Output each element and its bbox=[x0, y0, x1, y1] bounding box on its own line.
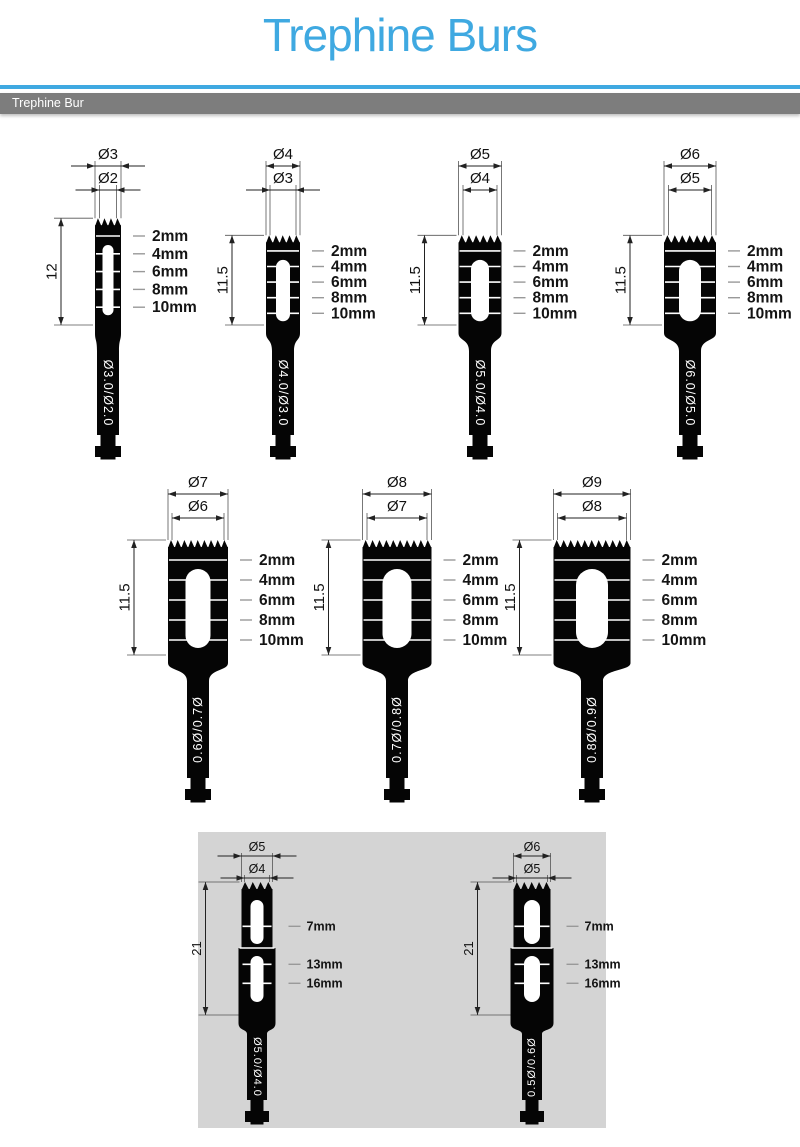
title-divider bbox=[0, 85, 800, 89]
svg-text:21: 21 bbox=[189, 941, 204, 955]
svg-text:6mm: 6mm bbox=[463, 592, 499, 609]
svg-text:Ø5.0/Ø4.0: Ø5.0/Ø4.0 bbox=[473, 360, 487, 427]
svg-text:11.5: 11.5 bbox=[407, 266, 424, 294]
svg-text:2mm: 2mm bbox=[331, 243, 367, 260]
svg-text:6mm: 6mm bbox=[662, 592, 698, 609]
svg-text:0.7Ø/0.8Ø: 0.7Ø/0.8Ø bbox=[390, 696, 404, 763]
svg-text:6mm: 6mm bbox=[259, 592, 295, 609]
svg-text:6mm: 6mm bbox=[533, 274, 569, 291]
section-label: Trephine Bur bbox=[12, 96, 84, 110]
svg-text:10mm: 10mm bbox=[152, 299, 197, 316]
section-bar: Trephine Bur bbox=[0, 93, 800, 114]
svg-text:21: 21 bbox=[461, 941, 476, 955]
svg-text:Ø9: Ø9 bbox=[582, 474, 602, 491]
svg-text:11.5: 11.5 bbox=[502, 583, 519, 611]
svg-text:10mm: 10mm bbox=[747, 305, 792, 322]
svg-text:Ø2: Ø2 bbox=[98, 170, 118, 187]
svg-text:Ø4: Ø4 bbox=[470, 170, 490, 187]
svg-text:4mm: 4mm bbox=[747, 259, 783, 276]
svg-text:Ø3: Ø3 bbox=[98, 146, 118, 163]
svg-text:2mm: 2mm bbox=[533, 243, 569, 260]
svg-text:6mm: 6mm bbox=[331, 274, 367, 291]
svg-text:6mm: 6mm bbox=[747, 274, 783, 291]
svg-text:8mm: 8mm bbox=[152, 281, 188, 298]
svg-text:4mm: 4mm bbox=[259, 572, 295, 589]
svg-text:4mm: 4mm bbox=[331, 259, 367, 276]
svg-text:0.5Ø/0.6Ø: 0.5Ø/0.6Ø bbox=[526, 1037, 538, 1097]
svg-text:11.5: 11.5 bbox=[311, 583, 328, 611]
svg-text:6mm: 6mm bbox=[152, 264, 188, 281]
svg-text:0.6Ø/0.7Ø: 0.6Ø/0.7Ø bbox=[191, 696, 205, 763]
svg-text:8mm: 8mm bbox=[747, 290, 783, 307]
svg-text:Ø7: Ø7 bbox=[188, 474, 208, 491]
svg-text:8mm: 8mm bbox=[533, 290, 569, 307]
svg-text:Ø7: Ø7 bbox=[387, 498, 407, 515]
svg-text:Ø5: Ø5 bbox=[524, 862, 541, 876]
page-title: Trephine Burs bbox=[262, 9, 538, 61]
svg-text:7mm: 7mm bbox=[585, 919, 614, 933]
svg-text:Ø8: Ø8 bbox=[387, 474, 407, 491]
svg-text:Ø4.0/Ø3.0: Ø4.0/Ø3.0 bbox=[276, 360, 290, 427]
svg-text:Ø6: Ø6 bbox=[188, 498, 208, 515]
svg-text:10mm: 10mm bbox=[533, 305, 578, 322]
svg-text:4mm: 4mm bbox=[463, 572, 499, 589]
svg-text:16mm: 16mm bbox=[307, 976, 343, 990]
svg-text:2mm: 2mm bbox=[259, 552, 295, 569]
svg-text:8mm: 8mm bbox=[662, 612, 698, 629]
svg-text:Ø5: Ø5 bbox=[680, 170, 700, 187]
svg-text:Ø5: Ø5 bbox=[470, 146, 490, 163]
svg-text:7mm: 7mm bbox=[307, 919, 336, 933]
svg-text:16mm: 16mm bbox=[585, 976, 621, 990]
svg-text:Ø6: Ø6 bbox=[524, 840, 541, 854]
svg-text:Ø4: Ø4 bbox=[273, 146, 293, 163]
svg-text:Ø5.0/Ø4.0: Ø5.0/Ø4.0 bbox=[251, 1037, 263, 1097]
svg-text:10mm: 10mm bbox=[463, 632, 508, 649]
svg-text:4mm: 4mm bbox=[533, 259, 569, 276]
svg-text:13mm: 13mm bbox=[585, 957, 621, 971]
svg-text:2mm: 2mm bbox=[662, 552, 698, 569]
svg-text:10mm: 10mm bbox=[662, 632, 707, 649]
svg-text:2mm: 2mm bbox=[747, 243, 783, 260]
svg-text:Ø8: Ø8 bbox=[582, 498, 602, 515]
svg-text:10mm: 10mm bbox=[331, 305, 376, 322]
svg-text:Ø6: Ø6 bbox=[680, 146, 700, 163]
svg-text:8mm: 8mm bbox=[331, 290, 367, 307]
svg-text:13mm: 13mm bbox=[307, 957, 343, 971]
svg-text:0.8Ø/0.9Ø: 0.8Ø/0.9Ø bbox=[585, 696, 599, 763]
svg-text:11.5: 11.5 bbox=[613, 266, 630, 294]
svg-text:2mm: 2mm bbox=[152, 228, 188, 245]
svg-text:Ø5: Ø5 bbox=[249, 840, 266, 854]
svg-text:8mm: 8mm bbox=[463, 612, 499, 629]
svg-text:11.5: 11.5 bbox=[215, 266, 232, 294]
svg-text:Ø4: Ø4 bbox=[249, 862, 266, 876]
svg-text:Ø3.0/Ø2.0: Ø3.0/Ø2.0 bbox=[101, 360, 115, 427]
svg-text:8mm: 8mm bbox=[259, 612, 295, 629]
svg-text:12: 12 bbox=[44, 263, 61, 280]
svg-text:2mm: 2mm bbox=[463, 552, 499, 569]
svg-text:4mm: 4mm bbox=[152, 246, 188, 263]
svg-text:Ø3: Ø3 bbox=[273, 170, 293, 187]
svg-text:Ø6.0/Ø5.0: Ø6.0/Ø5.0 bbox=[683, 360, 697, 427]
svg-text:10mm: 10mm bbox=[259, 632, 304, 649]
svg-text:4mm: 4mm bbox=[662, 572, 698, 589]
svg-text:11.5: 11.5 bbox=[117, 583, 134, 611]
